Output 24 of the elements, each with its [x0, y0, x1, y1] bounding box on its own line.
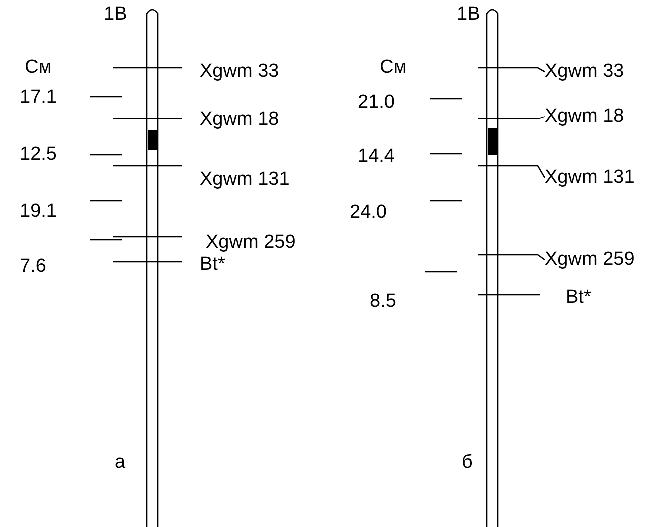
marker-name: Bt*: [566, 288, 592, 308]
distance-value: 19.1: [20, 202, 57, 222]
marker-name: Xgwm 131: [200, 170, 290, 190]
marker-name: Bt*: [200, 255, 226, 275]
distance-value: 14.4: [358, 147, 395, 167]
unit-label: См: [380, 58, 407, 78]
distance-value: 21.0: [358, 93, 395, 113]
distance-value: 12.5: [20, 145, 57, 165]
marker-name: Xgwm 18: [545, 107, 624, 127]
unit-label: См: [25, 58, 52, 78]
chromosome-label: 1В: [104, 5, 128, 25]
chromosome-label: 1В: [457, 5, 480, 25]
marker-name: Xgwm 33: [545, 62, 624, 82]
marker-name: Xgwm 18: [200, 110, 280, 130]
distance-value: 24.0: [350, 203, 387, 223]
distance-value: 17.1: [20, 88, 57, 108]
panel-letter: а: [115, 453, 126, 473]
distance-value: 8.5: [370, 292, 396, 312]
distance-value: 7.6: [20, 257, 46, 277]
marker-name: Xgwm 33: [200, 62, 280, 82]
panel-letter: б: [462, 453, 473, 473]
marker-name: Xgwm 131: [545, 168, 635, 188]
marker-name: Xgwm 259: [545, 250, 635, 270]
marker-name: Xgwm 259: [206, 233, 296, 253]
